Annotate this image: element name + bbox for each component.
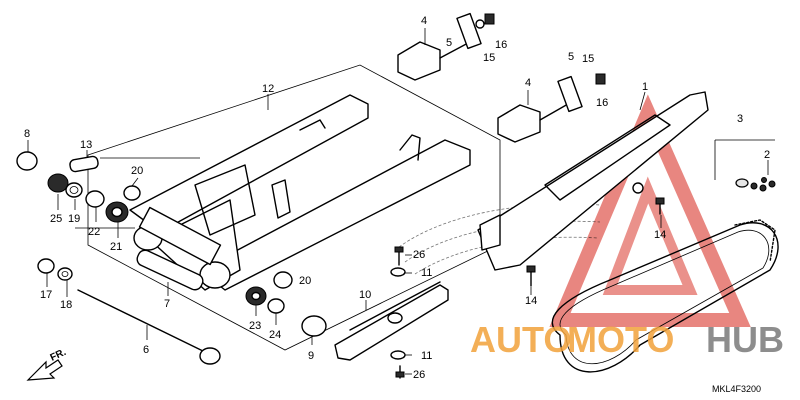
callout-15-lower: 15 (582, 53, 594, 65)
callout-8: 8 (24, 128, 30, 140)
callout-10: 10 (359, 289, 371, 301)
callout-25: 25 (50, 213, 62, 225)
callout-20-lower: 20 (299, 275, 311, 287)
collar-11-upper (390, 267, 406, 277)
bearing-22 (85, 190, 105, 208)
callout-23: 23 (249, 320, 261, 332)
callout-5-upper: 5 (446, 37, 452, 49)
callout-15-upper: 15 (483, 52, 495, 64)
collar-9 (301, 315, 327, 337)
collar-20-upper (123, 185, 141, 201)
chain-adjuster-upper (397, 12, 495, 81)
leader-lines (27, 28, 662, 375)
callout-20-upper: 20 (131, 165, 143, 177)
watermark-text-hub: HUB (706, 319, 784, 360)
bolt-14-lower (526, 265, 536, 287)
master-link-kit (714, 139, 776, 192)
washer-18 (57, 267, 73, 281)
bearing-25 (47, 173, 69, 193)
chain-adjuster-lower (497, 73, 606, 143)
pivot-collar-7 (136, 249, 204, 291)
chain-slider (334, 281, 449, 361)
callout-4-upper: 4 (421, 15, 427, 27)
pivot-collar-8 (16, 151, 38, 171)
drive-chain (551, 219, 779, 373)
seal-19 (65, 182, 83, 198)
front-direction-arrow (26, 359, 63, 381)
callout-1: 1 (642, 81, 648, 93)
callout-18: 18 (60, 299, 72, 311)
callout-7: 7 (164, 298, 170, 310)
callout-16-lower: 16 (596, 97, 608, 109)
bolt-26-lower (395, 365, 405, 379)
chain-case (477, 91, 709, 271)
watermark-text-auto: AUTO (470, 319, 571, 360)
callout-4-lower: 4 (525, 77, 531, 89)
honda-wing-mark (394, 203, 601, 275)
watermark-text-moto: MOTO (567, 319, 674, 360)
seal-24 (267, 298, 285, 314)
bearing-23 (245, 286, 267, 306)
bolt-26-upper (394, 246, 404, 266)
callout-13: 13 (80, 139, 92, 151)
nut-17 (37, 258, 55, 274)
callout-14-lower: 14 (525, 295, 537, 307)
callout-12: 12 (262, 83, 274, 95)
swingarm (129, 94, 471, 291)
watermark-logo (549, 94, 751, 327)
pivot-collar-13 (69, 155, 99, 173)
bearing-21 (105, 201, 129, 223)
callout-11-lower: 11 (421, 350, 432, 362)
callout-14-upper: 14 (654, 229, 666, 241)
callout-11-upper: 11 (421, 267, 432, 279)
callout-22: 22 (88, 226, 100, 238)
front-indicator-label: FR. (49, 347, 68, 364)
callout-9: 9 (308, 350, 314, 362)
callout-2: 2 (764, 149, 770, 161)
pivot-shaft-6 (77, 289, 221, 365)
callout-17: 17 (40, 289, 52, 301)
callout-24: 24 (269, 329, 281, 341)
callout-3: 3 (737, 113, 743, 125)
callout-19: 19 (68, 213, 80, 225)
diagram-code: MKL4F3200 (712, 384, 761, 394)
callout-26-upper: 26 (413, 249, 425, 261)
bolt-14-upper (655, 197, 665, 215)
collar-11-lower (390, 350, 406, 360)
callout-5-lower: 5 (568, 51, 574, 63)
callout-16-upper: 16 (495, 39, 507, 51)
callout-26-lower: 26 (413, 369, 425, 381)
callout-6: 6 (143, 344, 149, 356)
collar-20-lower (273, 271, 293, 289)
callout-21: 21 (110, 241, 122, 253)
